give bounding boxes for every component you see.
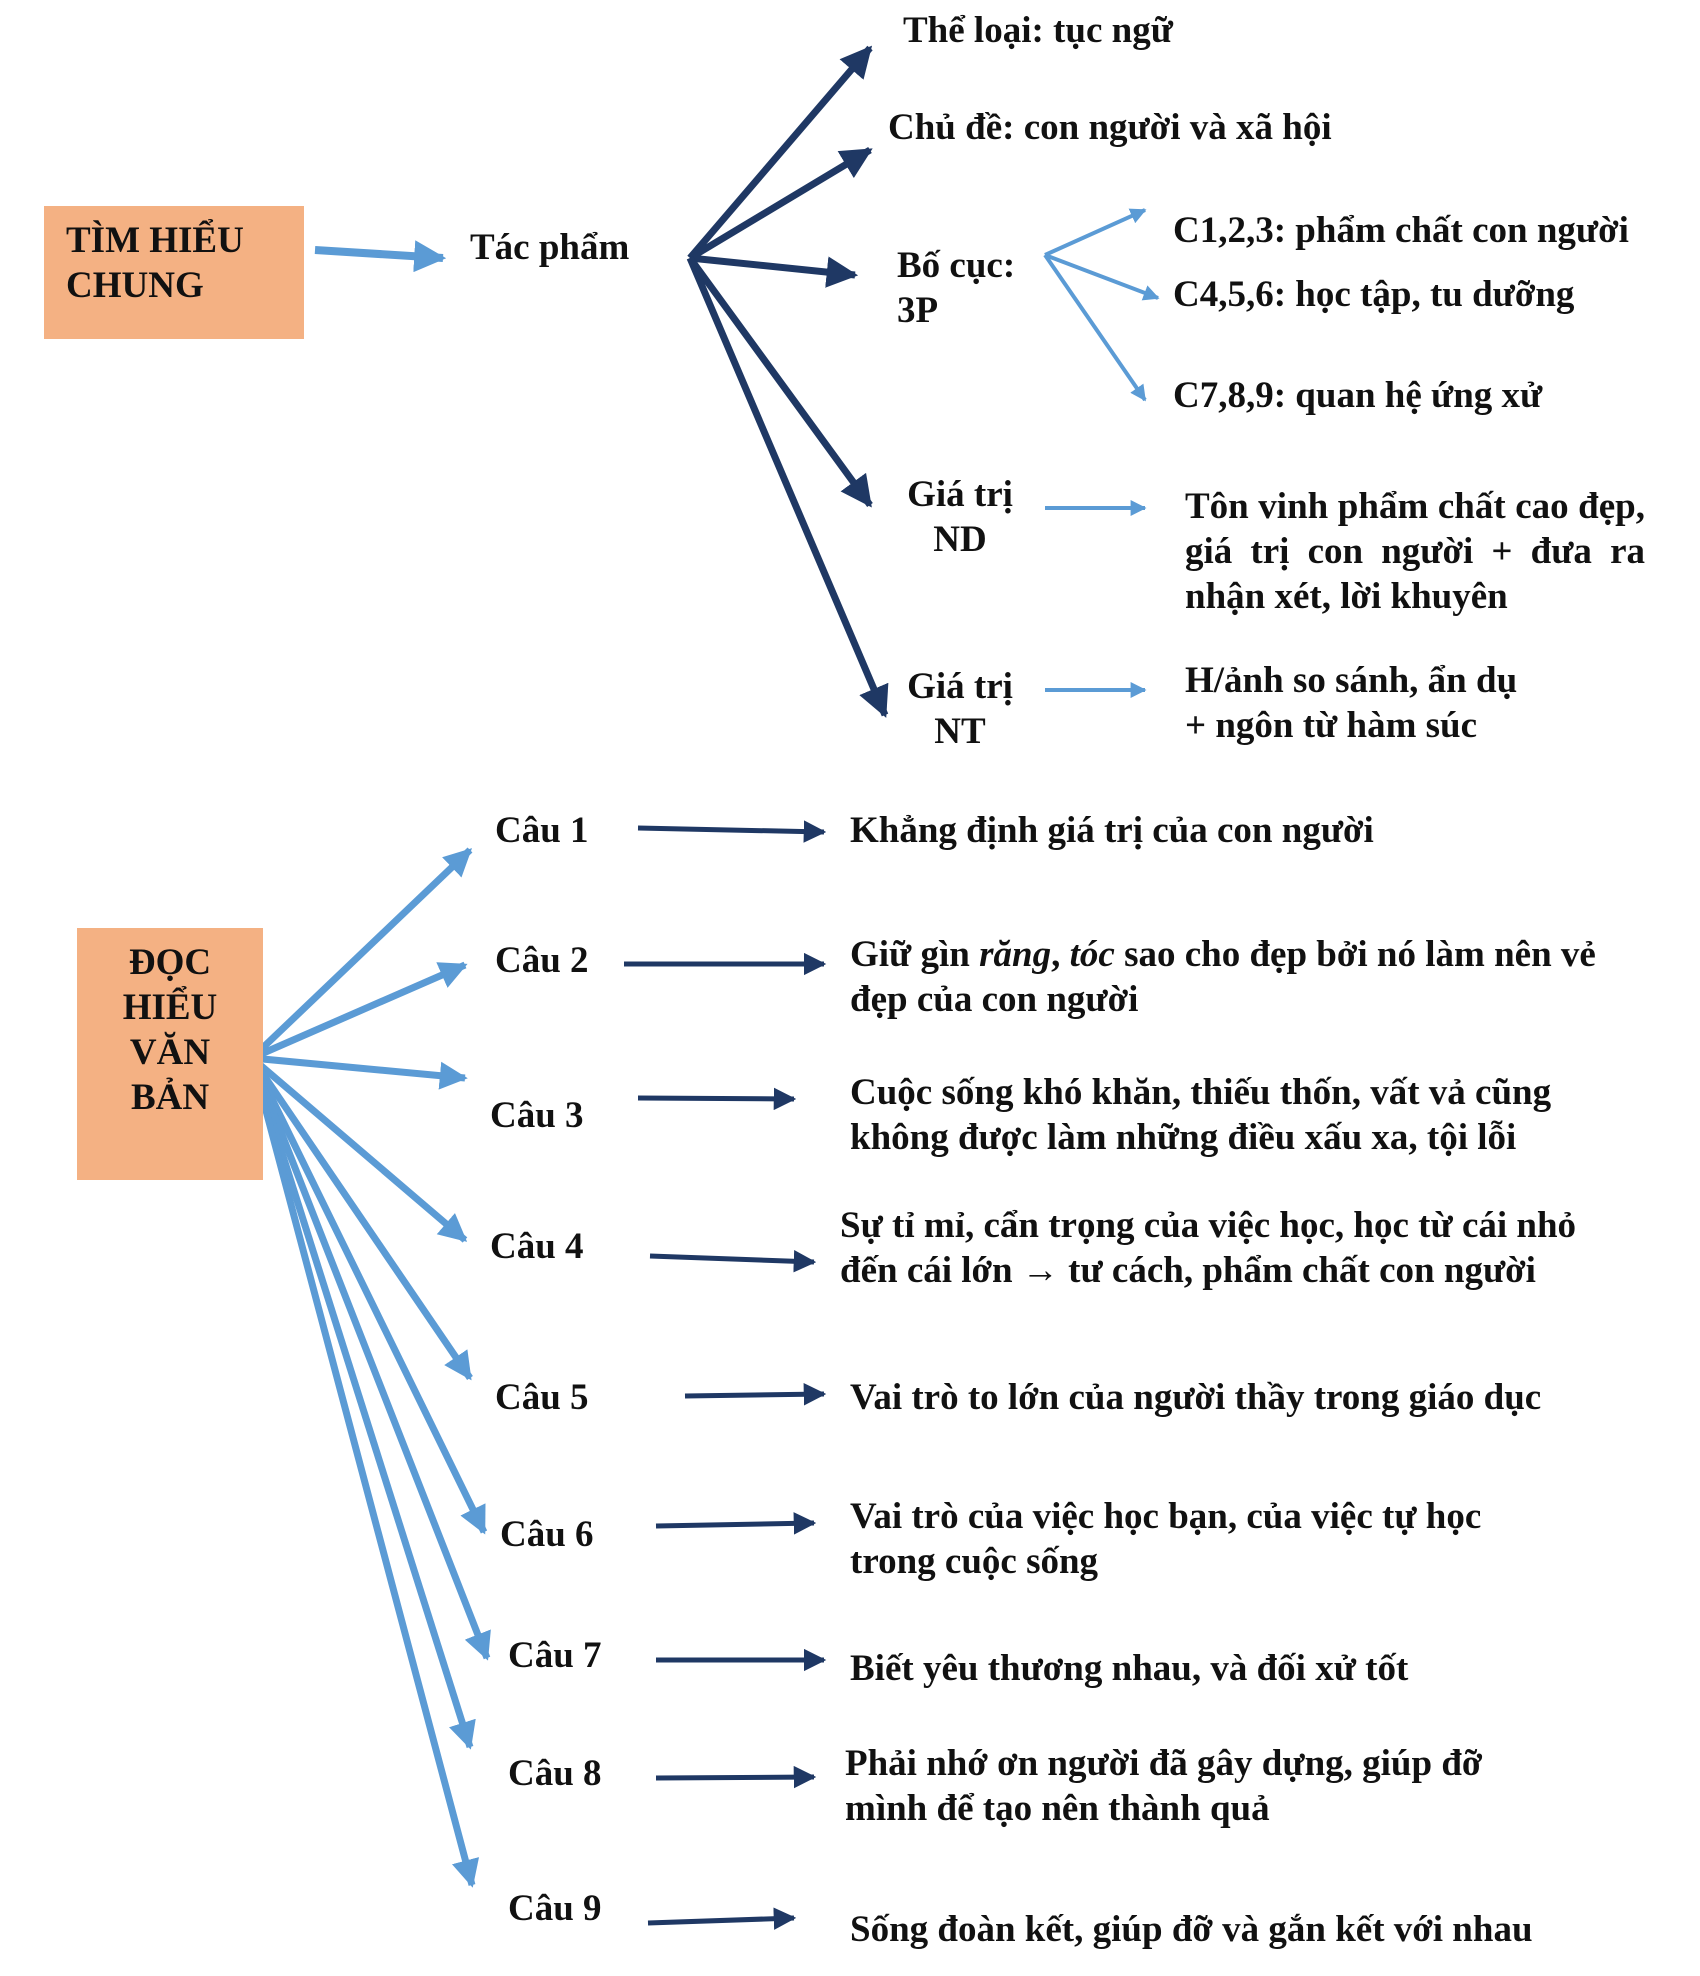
bo-cuc-item: C7,8,9: quan hệ ứng xử [1173,375,1543,416]
gia-tri-nd-arrow [687,255,873,508]
answer-line: Khẳng định giá trị của con người [850,810,1374,851]
tim-hieu-chung-box: TÌM HIỂU CHUNG [44,206,304,339]
answer-arrow [637,1087,797,1111]
answer-arrow [655,1765,817,1789]
gia-tri-nt-line: Giá trị [907,666,1013,707]
box-line: ĐỌC [128,942,212,983]
question-fan-arrow [248,1056,491,1661]
question-fan-arrow [251,1054,468,1090]
gia-tri-nt-text: H/ảnh so sánh, ẩn dụ + ngôn từ hàm súc [1185,658,1517,748]
bo-cuc-item-arrow [1044,208,1147,257]
gia-tri-nd-line: ND [933,519,987,560]
answer-text: Phải nhớ ơn người đã gây dựng, giúp đỡ m… [845,1741,1482,1831]
gia-tri-nt-line-text: H/ảnh so sánh, ẩn dụ [1185,660,1518,701]
question-label: Câu 2 [495,940,589,981]
question-label: Câu 1 [495,810,589,851]
question-label: Câu 7 [508,1635,602,1676]
answer-line: Cuộc sống khó khăn, thiếu thốn, vất vả c… [850,1072,1552,1113]
the-loai-arrow [687,45,873,261]
bo-cuc-item: C1,2,3: phẩm chất con người [1173,210,1629,251]
answer-text: Sống đoàn kết, giúp đỡ và gắn kết với nh… [850,1907,1533,1952]
answer-arrow [655,1512,817,1535]
bo-cuc-item-arrow [1043,253,1147,402]
gia-tri-nt-line-text: + ngôn từ hàm súc [1185,705,1478,746]
answer-arrow [637,820,827,843]
answer-text: Khẳng định giá trị của con người [850,808,1374,853]
chu-de-label: Chủ đề: con người và xã hội [888,107,1332,148]
emphasis-toc: tóc [1069,934,1115,975]
question-fan-arrow [248,1057,480,1888]
question-fan-arrow [249,1055,468,1243]
answer-text: Vai trò của việc học bạn, của việc tự họ… [850,1494,1481,1584]
question-fan-arrow [248,1056,488,1535]
section-link-arrow [314,240,447,273]
bo-cuc-item-arrow [1044,253,1160,301]
gia-tri-nd-line: Giá trị [907,474,1013,515]
bo-cuc-arrow [689,254,859,288]
answer-arrow [649,1250,817,1273]
question-fan-arrow [249,1056,473,1381]
gia-tri-nd-label: Giá trị ND [880,472,1040,562]
question-fan-arrow [248,1056,476,1750]
bo-cuc-line: Bố cục: [897,245,1016,286]
box-line: CHUNG [66,265,204,306]
answer-line: Biết yêu thương nhau, và đối xử tốt [850,1648,1409,1689]
gia-tri-nt-arrow [686,256,889,718]
box-line: VĂN [129,1032,211,1073]
box-line: TÌM HIỂU [66,220,244,261]
answer-line: Sự tỉ mỉ, cẩn trọng của việc học, học từ… [840,1205,1577,1246]
chu-de-arrow [688,146,873,262]
question-label: Câu 4 [490,1226,584,1267]
answer-line: Giữ gìn răng, tóc sao cho đẹp bởi nó làm… [850,934,1596,975]
doc-hieu-van-ban-box: ĐỌC HIỂU VĂN BẢN [77,928,263,1180]
question-label: Câu 3 [490,1095,584,1136]
gia-tri-nd-text: Tôn vinh phẩm chất cao đẹp, giá trị con … [1185,486,1645,617]
answer-line: Phải nhớ ơn người đã gây dựng, giúp đỡ [845,1743,1483,1784]
answer-text: Cuộc sống khó khăn, thiếu thốn, vất vả c… [850,1070,1551,1160]
the-loai-label: Thể loại: tục ngữ [903,10,1173,51]
tac-pham-node: Tác phẩm [470,227,630,268]
emphasis-rang: răng [979,934,1052,975]
answer-arrow [647,1907,797,1930]
bo-cuc-line: 3P [897,290,939,331]
question-label: Câu 5 [495,1377,589,1418]
question-fan-arrow [250,961,468,1062]
answer-line: Sống đoàn kết, giúp đỡ và gắn kết với nh… [850,1909,1533,1950]
question-label: Câu 6 [500,1514,594,1555]
answer-line: mình để tạo nên thành quả [845,1788,1270,1829]
answer-text: Giữ gìn răng, tóc sao cho đẹp bởi nó làm… [850,932,1596,1022]
answer-line: Vai trò của việc học bạn, của việc tự họ… [850,1496,1482,1537]
answer-text: Biết yêu thương nhau, và đối xử tốt [850,1646,1408,1691]
question-label: Câu 9 [508,1888,602,1929]
bo-cuc-item: C4,5,6: học tập, tu dưỡng [1173,274,1575,315]
answer-text: Vai trò to lớn của người thầy trong giáo… [850,1375,1541,1420]
gia-tri-nt-label: Giá trị NT [880,664,1040,754]
answer-line: đến cái lớn → tư cách, phẩm chất con ngư… [840,1250,1536,1291]
answer-line: Vai trò to lớn của người thầy trong giáo… [850,1377,1542,1418]
box-line: HIỂU [122,987,218,1028]
answer-line: trong cuộc sống [850,1541,1099,1582]
bo-cuc-label: Bố cục: 3P [897,243,1015,333]
answer-line: không được làm những điều xấu xa, tội lỗ… [850,1117,1517,1158]
gia-tri-nt-line: NT [934,711,986,752]
answer-arrow [684,1383,827,1406]
question-label: Câu 8 [508,1753,602,1794]
box-line: BẢN [130,1077,210,1118]
question-fan-arrow [249,847,473,1061]
answer-line: đẹp của con người [850,979,1139,1020]
answer-text: Sự tỉ mỉ, cẩn trọng của việc học, học từ… [840,1203,1576,1293]
